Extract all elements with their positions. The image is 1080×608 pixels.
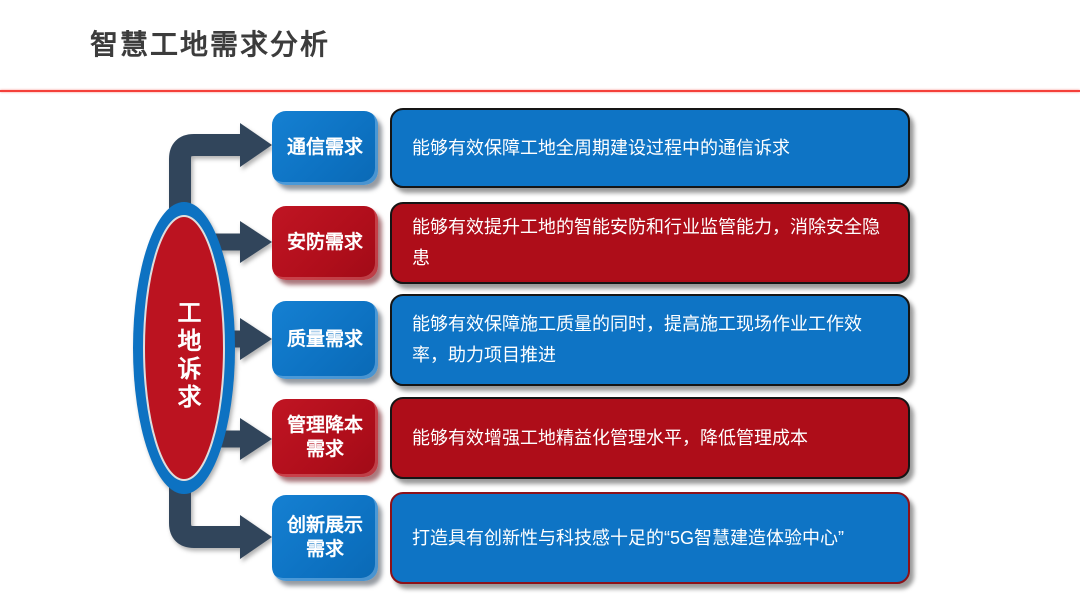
requirement-row-security: 安防需求 能够有效提升工地的智能安防和行业监管能力，消除安全隐患 [272, 202, 910, 284]
connector-diagram [133, 123, 272, 559]
hub-label: 工地诉求 [173, 300, 200, 412]
desc-box-quality: 能够有效保障施工质量的同时，提高施工现场作业工作效率，助力项目推进 [390, 294, 910, 386]
arrowhead-row3-icon [240, 318, 272, 360]
hub-ellipse-inner [143, 215, 225, 481]
label-box-communication: 通信需求 [272, 111, 378, 185]
requirement-row-communication: 通信需求 能够有效保障工地全周期建设过程中的通信诉求 [272, 108, 910, 188]
label-box-cost: 管理降本需求 [272, 399, 378, 477]
desc-box-security: 能够有效提升工地的智能安防和行业监管能力，消除安全隐患 [390, 202, 910, 284]
requirement-row-innovation: 创新展示需求 打造具有创新性与科技感十足的“5G智慧建造体验中心” [272, 492, 910, 584]
requirement-row-quality: 质量需求 能够有效保障施工质量的同时，提高施工现场作业工作效率，助力项目推进 [272, 294, 910, 386]
desc-box-cost: 能够有效增强工地精益化管理水平，降低管理成本 [390, 397, 910, 479]
desc-box-innovation: 打造具有创新性与科技感十足的“5G智慧建造体验中心” [390, 492, 910, 584]
divider-line [0, 90, 1080, 92]
requirement-row-cost: 管理降本需求 能够有效增强工地精益化管理水平，降低管理成本 [272, 397, 910, 479]
label-box-quality: 质量需求 [272, 301, 378, 379]
label-box-security: 安防需求 [272, 206, 378, 280]
arrowhead-row2-icon [240, 221, 272, 263]
desc-box-communication: 能够有效保障工地全周期建设过程中的通信诉求 [390, 108, 910, 188]
arrowhead-row1-icon [240, 123, 272, 167]
arrowhead-row4-icon [240, 418, 272, 460]
page-title: 智慧工地需求分析 [90, 29, 331, 60]
label-box-innovation: 创新展示需求 [272, 495, 378, 581]
arrowhead-row5-icon [240, 515, 272, 559]
